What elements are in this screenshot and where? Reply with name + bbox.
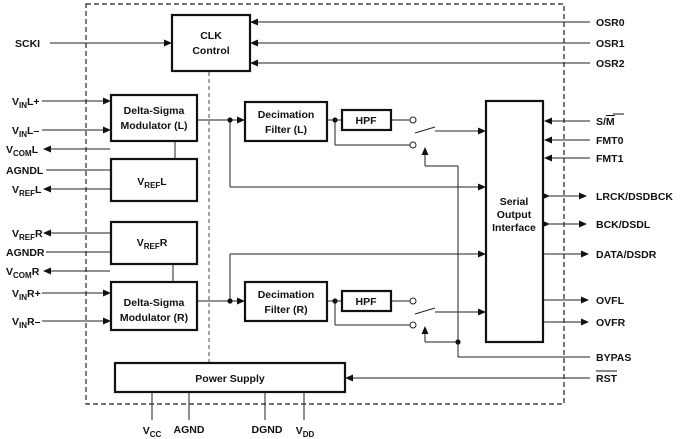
pin-vrefl: VREFL (12, 184, 42, 198)
pin-vcoml: VCOML (6, 144, 39, 158)
serial-output-block (484, 99, 545, 344)
pin-fmt0: FMT0 (596, 135, 624, 147)
dec-l-label-1: Decimation (258, 109, 315, 121)
delta-sigma-l-block (109, 93, 199, 143)
serial-label-3: Interface (492, 222, 536, 234)
pin-vinr-minus: VINR– (12, 316, 41, 330)
pin-data: DATA/DSDR (596, 249, 657, 261)
decimation-l-block (243, 100, 329, 143)
hpf-r-block (340, 289, 393, 313)
pin-vinr-plus: VINR+ (12, 288, 41, 302)
pin-osr2: OSR2 (596, 58, 625, 70)
pin-ovfl: OVFL (596, 295, 625, 307)
pin-osr1: OSR1 (596, 38, 625, 50)
dsm-l-label-1: Delta-Sigma (124, 105, 185, 117)
delta-sigma-r-block (109, 280, 199, 332)
serial-label-2: Output (497, 209, 532, 221)
pin-vrefr: VREFR (12, 228, 43, 242)
clk-label-1: CLK (200, 30, 222, 42)
hpf-l-block (340, 108, 393, 132)
dec-r-label-1: Decimation (258, 289, 315, 301)
pin-agnd: AGND (174, 424, 205, 436)
pin-lrck: LRCK/DSDBCK (596, 191, 673, 203)
dec-l-label-2: Filter (L) (265, 124, 307, 136)
hpf-r-label: HPF (356, 296, 378, 308)
vref-r-block (109, 220, 199, 266)
pin-agndl: AGNDL (6, 165, 44, 177)
clk-control-block (170, 13, 252, 73)
vref-l-block (109, 157, 199, 203)
pin-vinl-plus: VINL+ (12, 96, 40, 110)
decimation-r-block (243, 280, 329, 323)
pin-scki: SCKI (15, 38, 40, 50)
pin-agndr: AGNDR (6, 247, 45, 259)
pin-vcomr: VCOMR (6, 266, 40, 280)
pin-vinl-minus: VINL– (12, 125, 39, 139)
pin-bck: BCK/DSDL (596, 219, 651, 231)
pin-rst: RST (596, 373, 618, 385)
vref-l-label: VREFL (137, 176, 167, 190)
hpf-l-label: HPF (356, 115, 378, 127)
dsm-r-label-2: Modulator (R) (120, 312, 188, 324)
pin-vcc: VCC (143, 425, 162, 439)
chip-boundary (85, 3, 565, 405)
dec-r-label-2: Filter (R) (264, 304, 307, 316)
clk-label-2: Control (192, 45, 229, 57)
dsm-r-label-1: Delta-Sigma (124, 297, 185, 309)
power-supply-block (113, 361, 347, 394)
pin-bypas: BYPAS (596, 352, 631, 364)
pin-ovfr: OVFR (596, 317, 626, 329)
power-supply-label: Power Supply (195, 373, 265, 385)
dsm-l-label-2: Modulator (L) (120, 120, 187, 132)
vref-r-label: VREFR (137, 237, 168, 251)
pin-s-m: S/M (596, 116, 615, 128)
pin-fmt1: FMT1 (596, 153, 624, 165)
pin-dgnd: DGND (252, 424, 283, 436)
pin-vdd: VDD (296, 425, 315, 439)
pin-osr0: OSR0 (596, 17, 625, 29)
serial-label-1: Serial (500, 196, 529, 208)
